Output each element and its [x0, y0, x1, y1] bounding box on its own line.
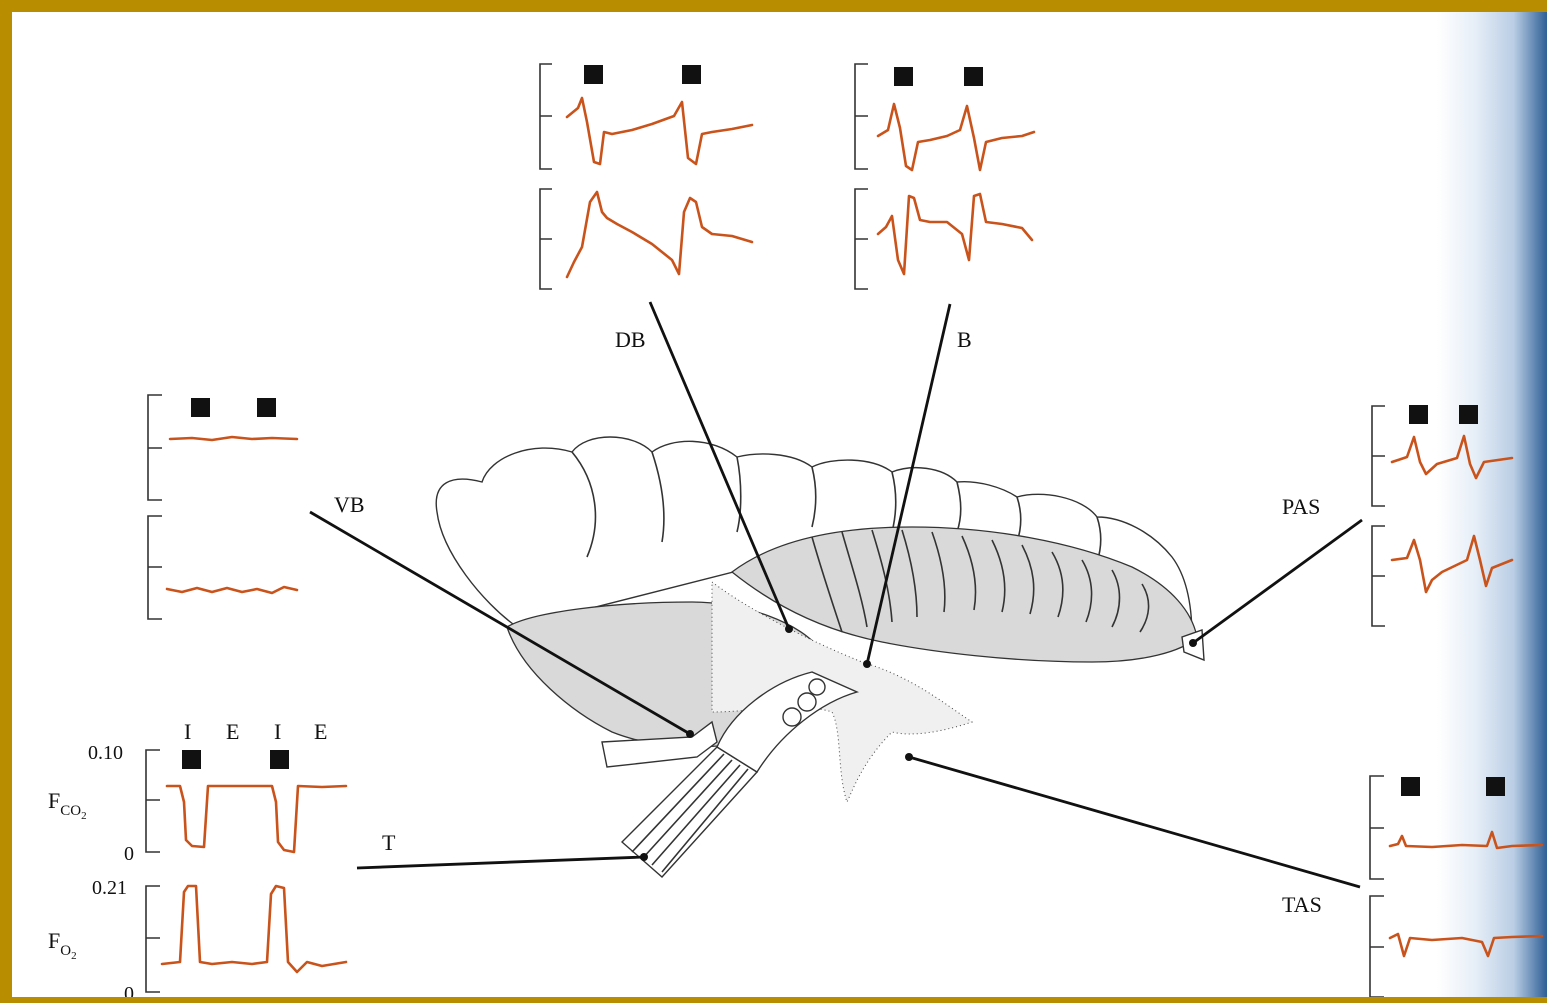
- recording-panel-pas: [1372, 405, 1512, 626]
- label-db: DB: [615, 327, 646, 352]
- co2-axis-zero: 0: [124, 843, 134, 865]
- leader-tas: [909, 757, 1360, 887]
- trace-tas-upper: [1390, 832, 1542, 848]
- o2-axis-zero: 0: [124, 983, 134, 1003]
- bird-lung-diagram: DB B VB PAS T TAS: [12, 12, 1547, 1003]
- trace-pas-lower: [1392, 536, 1512, 592]
- leader-pas: [1193, 520, 1362, 643]
- inspiration-marker-square: [191, 398, 210, 417]
- trace-vb-lower: [167, 587, 297, 593]
- co2-axis-label: FCO2: [48, 788, 87, 822]
- scale-bracket: [540, 64, 552, 169]
- scale-bracket: [1370, 896, 1384, 997]
- inspiration-marker-square: [1401, 777, 1420, 796]
- trace-fco2: [167, 786, 346, 852]
- bronchus-ostium-1: [783, 708, 801, 726]
- inspiration-marker-square: [1459, 405, 1478, 424]
- o2-axis-label: FO2: [48, 928, 77, 962]
- trace-b-lower: [878, 194, 1032, 274]
- co2-axis-max: 0.10: [88, 742, 123, 764]
- scale-bracket: [1372, 406, 1385, 506]
- bronchus-ostium-3: [809, 679, 825, 695]
- recording-panel-t-gas: I E I E 0.10 0 FCO2 0.21 0 FO2: [48, 719, 346, 1003]
- label-pas: PAS: [1282, 494, 1320, 519]
- inspiration-marker-square: [270, 750, 289, 769]
- scale-bracket: [1370, 776, 1384, 879]
- inspiration-marker-square: [682, 65, 701, 84]
- scale-bracket: [855, 189, 868, 289]
- trace-db-lower: [567, 192, 752, 277]
- phase-label-e-2: E: [314, 719, 327, 744]
- label-b: B: [957, 327, 972, 352]
- label-vb: VB: [334, 492, 365, 517]
- trace-b-upper: [878, 104, 1034, 170]
- leader-t: [357, 857, 644, 868]
- inspiration-marker-square: [257, 398, 276, 417]
- inspiration-marker-square: [1409, 405, 1428, 424]
- scale-bracket: [1372, 526, 1385, 626]
- scale-bracket: [855, 64, 868, 169]
- trace-tas-lower: [1390, 934, 1542, 956]
- trace-fo2: [162, 886, 346, 972]
- inspiration-marker-square: [584, 65, 603, 84]
- bronchus-ostium-2: [798, 693, 816, 711]
- trace-vb-upper: [170, 437, 297, 440]
- phase-label-e-1: E: [226, 719, 239, 744]
- recording-panel-vb: [148, 395, 297, 619]
- phase-label-i-1: I: [184, 719, 191, 744]
- inspiration-marker-square: [894, 67, 913, 86]
- trace-pas-upper: [1392, 436, 1512, 478]
- label-tas: TAS: [1282, 892, 1322, 917]
- inspiration-marker-square: [182, 750, 201, 769]
- label-t: T: [382, 830, 396, 855]
- recording-panel-db: [540, 64, 752, 289]
- o2-axis-max: 0.21: [92, 877, 127, 899]
- scale-bracket: [540, 189, 552, 289]
- inspiration-marker-square: [1486, 777, 1505, 796]
- recording-panel-b: [855, 64, 1034, 289]
- lung-illustration: [436, 437, 1204, 877]
- scale-bracket: [148, 516, 162, 619]
- o2-axis-bracket: [146, 886, 160, 992]
- trace-db-upper: [567, 98, 752, 164]
- recording-panel-tas: [1370, 776, 1542, 997]
- scale-bracket: [148, 395, 162, 500]
- co2-axis-bracket: [146, 750, 160, 852]
- inspiration-marker-square: [964, 67, 983, 86]
- phase-label-i-2: I: [274, 719, 281, 744]
